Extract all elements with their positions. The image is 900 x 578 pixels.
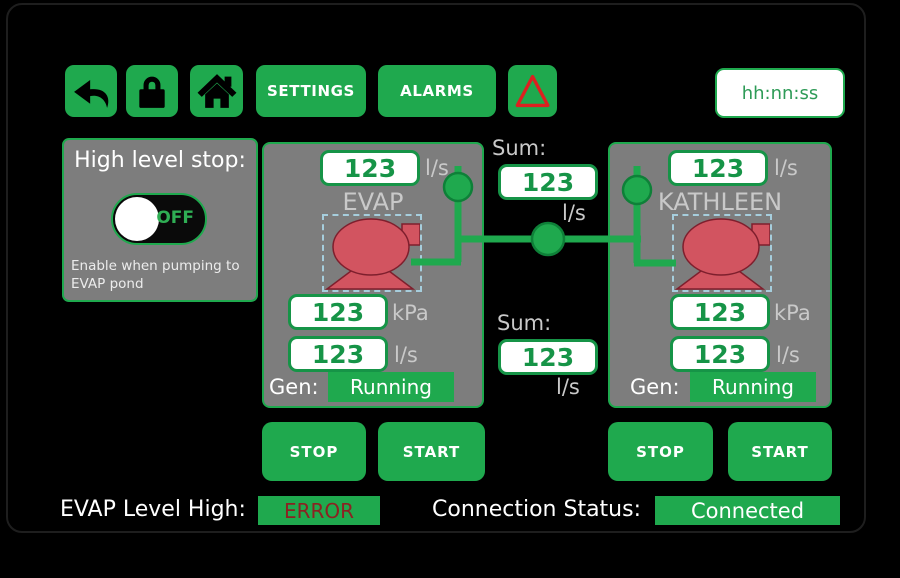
evap-start-label: START bbox=[402, 442, 461, 461]
high-level-stop-title: High level stop: bbox=[74, 148, 246, 173]
sum-bottom-unit: l/s bbox=[556, 375, 580, 399]
high-level-stop-caption: Enable when pumping to EVAP pond bbox=[71, 258, 240, 292]
evap-level-status: ERROR bbox=[283, 498, 355, 523]
alarm-indicator-button[interactable] bbox=[508, 65, 557, 117]
evap-flow2-value: 123 bbox=[311, 339, 365, 369]
sum-top-unit: l/s bbox=[562, 201, 586, 225]
clock-text: hh:nn:ss bbox=[741, 82, 819, 104]
evap-flow-display: 123 bbox=[320, 150, 420, 186]
sum-bottom-display: 123 bbox=[498, 339, 598, 375]
kathleen-flow-value: 123 bbox=[691, 153, 745, 183]
home-icon bbox=[195, 69, 239, 113]
alarm-triangle-icon bbox=[512, 69, 554, 113]
high-level-stop-panel: High level stop: OFF Enable when pumping… bbox=[62, 138, 258, 302]
pump-icon bbox=[324, 216, 420, 290]
kathleen-flow2-unit: l/s bbox=[776, 343, 800, 367]
evap-level-status-badge: ERROR bbox=[258, 496, 380, 525]
evap-flow-unit: l/s bbox=[425, 156, 449, 180]
sum-bottom-label: Sum: bbox=[497, 311, 552, 335]
kathleen-flow2-display: 123 bbox=[670, 336, 770, 372]
back-arrow-icon bbox=[69, 69, 113, 113]
toggle-knob bbox=[115, 197, 159, 241]
kathleen-pressure-display: 123 bbox=[670, 294, 770, 330]
evap-pressure-unit: kPa bbox=[392, 301, 429, 325]
kathleen-flow-display: 123 bbox=[668, 150, 768, 186]
high-level-stop-toggle[interactable]: OFF bbox=[111, 193, 207, 245]
evap-gen-status: Running bbox=[350, 375, 432, 399]
evap-flow2-display: 123 bbox=[288, 336, 388, 372]
kathleen-start-label: START bbox=[751, 442, 809, 461]
sum-top-value: 123 bbox=[521, 167, 575, 197]
evap-gen-status-badge: Running bbox=[328, 372, 454, 402]
sum-bottom-value: 123 bbox=[521, 342, 575, 372]
lock-icon bbox=[130, 69, 174, 113]
connection-status-label: Connection Status: bbox=[432, 497, 641, 522]
kathleen-start-button[interactable]: START bbox=[728, 422, 832, 481]
back-button[interactable] bbox=[65, 65, 117, 117]
evap-pressure-value: 123 bbox=[311, 297, 365, 327]
clock-display: hh:nn:ss bbox=[715, 68, 845, 118]
evap-pump-name: EVAP bbox=[342, 188, 404, 216]
kathleen-gen-label: Gen: bbox=[630, 375, 680, 399]
evap-pump-graphic[interactable] bbox=[322, 214, 422, 292]
sum-top-display: 123 bbox=[498, 164, 598, 200]
connection-status: Connected bbox=[690, 498, 805, 523]
sum-top-label: Sum: bbox=[492, 136, 547, 160]
kathleen-gen-status: Running bbox=[712, 375, 794, 399]
kathleen-pump-panel: 123 l/s KATHLEEN 123 kPa 123 l/s Gen: Ru… bbox=[608, 142, 832, 408]
home-button[interactable] bbox=[190, 65, 243, 117]
toggle-state-label: OFF bbox=[156, 208, 194, 228]
kathleen-stop-label: STOP bbox=[636, 442, 685, 461]
lock-button[interactable] bbox=[126, 65, 178, 117]
kathleen-pump-graphic[interactable] bbox=[672, 214, 772, 292]
alarms-button[interactable]: ALARMS bbox=[378, 65, 496, 117]
evap-level-label: EVAP Level High: bbox=[60, 497, 246, 522]
evap-stop-button[interactable]: STOP bbox=[262, 422, 366, 481]
evap-gen-label: Gen: bbox=[269, 375, 319, 399]
pump-icon bbox=[674, 216, 770, 290]
kathleen-gen-status-badge: Running bbox=[690, 372, 816, 402]
alarms-button-label: ALARMS bbox=[400, 82, 474, 100]
settings-button-label: SETTINGS bbox=[267, 82, 355, 100]
kathleen-pump-name: KATHLEEN bbox=[657, 188, 783, 216]
evap-flow-value: 123 bbox=[343, 153, 397, 183]
evap-pressure-display: 123 bbox=[288, 294, 388, 330]
evap-start-button[interactable]: START bbox=[378, 422, 485, 481]
kathleen-stop-button[interactable]: STOP bbox=[608, 422, 713, 481]
evap-flow2-unit: l/s bbox=[394, 343, 418, 367]
kathleen-flow-unit: l/s bbox=[774, 156, 798, 180]
settings-button[interactable]: SETTINGS bbox=[256, 65, 366, 117]
evap-pump-panel: 123 l/s EVAP 123 kPa 123 l/s Gen: Runnin… bbox=[262, 142, 484, 408]
kathleen-flow2-value: 123 bbox=[693, 339, 747, 369]
evap-stop-label: STOP bbox=[289, 442, 339, 461]
connection-status-badge: Connected bbox=[655, 496, 840, 525]
screen-bezel bbox=[6, 3, 866, 533]
kathleen-pressure-unit: kPa bbox=[774, 301, 811, 325]
kathleen-pressure-value: 123 bbox=[693, 297, 747, 327]
